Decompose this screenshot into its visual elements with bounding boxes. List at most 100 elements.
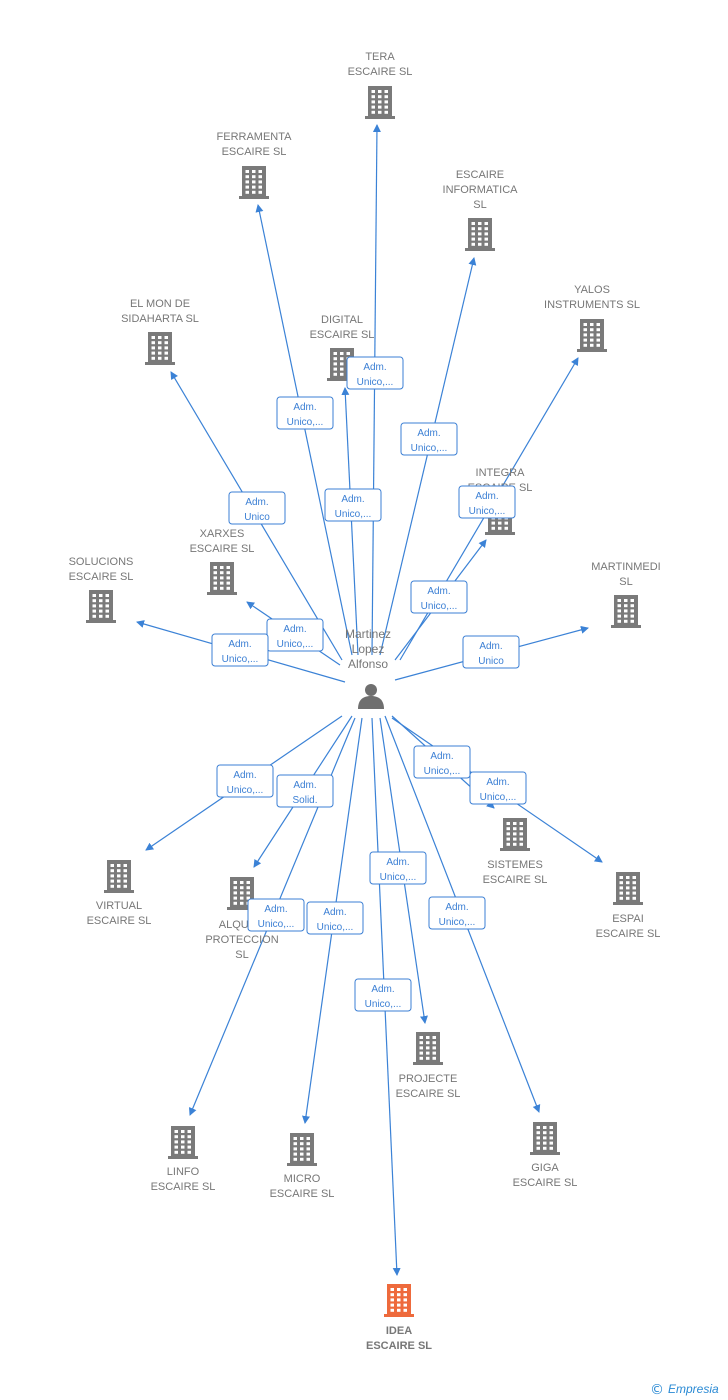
company-node-giga[interactable]: GIGA ESCAIRE SL bbox=[513, 1122, 578, 1189]
role-badge-giga[interactable]: Adm.Unico,... bbox=[428, 896, 486, 930]
company-label: SIDAHARTA SL bbox=[121, 313, 199, 325]
brand-logo-text: Empresia bbox=[668, 1382, 719, 1396]
building-icon bbox=[145, 332, 175, 365]
role-badge-digital[interactable]: Adm. Unico,... bbox=[324, 488, 382, 522]
company-label: PROJECTE bbox=[399, 1073, 458, 1085]
badge-text: Unico,... bbox=[469, 506, 506, 517]
building-icon bbox=[530, 1122, 560, 1155]
company-label: FERRAMENTA bbox=[217, 131, 293, 143]
role-badge-xarxes[interactable]: Adm. Unico,... bbox=[266, 618, 324, 652]
company-label: ESCAIRE SL bbox=[513, 1177, 578, 1189]
role-badge-virtual[interactable]: Adm.Unico,... bbox=[216, 764, 274, 798]
role-badge-espai[interactable]: Adm.Unico,... bbox=[469, 771, 527, 805]
badge-box bbox=[247, 898, 305, 932]
badge-text: Adm. bbox=[445, 902, 468, 913]
badge-text: Unico,... bbox=[335, 509, 372, 520]
company-label: GIGA bbox=[531, 1162, 559, 1174]
role-badge-martinmedi[interactable]: Adm. Unico bbox=[462, 635, 520, 669]
company-label: MICRO bbox=[284, 1173, 321, 1185]
badge-text: Solid. bbox=[292, 795, 317, 806]
building-icon bbox=[104, 860, 134, 893]
building-icon bbox=[239, 166, 269, 199]
building-icon bbox=[611, 595, 641, 628]
building-icon bbox=[413, 1032, 443, 1065]
company-label: ESCAIRE SL bbox=[222, 146, 287, 158]
company-node-elmon[interactable]: EL MON DE SIDAHARTA SL bbox=[121, 298, 199, 365]
role-badge-sistemes[interactable]: Adm. Unico,... bbox=[413, 745, 471, 779]
badge-text: Adm. bbox=[323, 907, 346, 918]
role-badge-solucions[interactable]: Adm. Unico,... bbox=[211, 633, 269, 667]
badge-text: Adm. bbox=[341, 494, 364, 505]
badge-text: Unico bbox=[478, 656, 504, 667]
badge-text: Unico,... bbox=[411, 443, 448, 454]
person-icon bbox=[358, 684, 384, 709]
company-label: XARXES bbox=[200, 528, 245, 540]
badge-text: Unico bbox=[244, 512, 270, 523]
footer-brand: © Empresia bbox=[650, 1382, 719, 1398]
role-badge-linfo[interactable]: Adm. Unico,... bbox=[247, 898, 305, 932]
role-badge-micro[interactable]: Adm.Unico,... bbox=[306, 901, 364, 935]
company-label: ESCAIRE SL bbox=[348, 66, 413, 78]
badge-text: Unico,... bbox=[287, 417, 324, 428]
building-icon bbox=[384, 1284, 414, 1317]
company-node-ferramenta[interactable]: FERRAMENTA ESCAIRE SL bbox=[217, 131, 293, 199]
badge-text: Unico,... bbox=[424, 766, 461, 777]
role-badge-integra[interactable]: Adm.Unico,... bbox=[410, 580, 468, 614]
badge-text: Adm. bbox=[264, 904, 287, 915]
role-badge-tera[interactable]: Adm.Unico,... bbox=[346, 356, 404, 390]
copyright-icon: © bbox=[650, 1382, 664, 1398]
badge-text: Adm. bbox=[293, 402, 316, 413]
company-label: ESCAIRE SL bbox=[151, 1181, 216, 1193]
badge-text: Adm. bbox=[386, 857, 409, 868]
company-label: SL bbox=[473, 199, 486, 211]
role-badge-idea[interactable]: Adm.Unico,... bbox=[354, 978, 412, 1012]
role-badge-ferramenta[interactable]: Adm. Unico,... bbox=[276, 396, 334, 430]
badge-text: Adm. bbox=[479, 641, 502, 652]
building-icon bbox=[613, 872, 643, 905]
badge-box bbox=[216, 764, 274, 798]
badge-text: Adm. bbox=[475, 491, 498, 502]
badge-text: Adm. bbox=[283, 624, 306, 635]
company-label: INFORMATICA bbox=[443, 184, 519, 196]
building-icon bbox=[207, 562, 237, 595]
role-badge-projecte[interactable]: Adm. Unico,... bbox=[369, 851, 427, 885]
badge-text: Unico,... bbox=[258, 919, 295, 930]
badge-text: Unico,... bbox=[222, 654, 259, 665]
person-name: Martinez bbox=[345, 627, 391, 641]
building-icon bbox=[168, 1126, 198, 1159]
role-badge-alquila[interactable]: Adm.Solid. bbox=[276, 774, 334, 808]
badge-text: Unico,... bbox=[277, 639, 314, 650]
badge-text: Adm. bbox=[363, 362, 386, 373]
company-label: EL MON DE bbox=[130, 298, 190, 310]
company-label: YALOS bbox=[574, 284, 610, 296]
role-badge-yalos[interactable]: Adm. Unico,... bbox=[458, 485, 516, 519]
badge-box bbox=[276, 396, 334, 430]
badge-text: Adm. bbox=[427, 586, 450, 597]
role-badge-elmon[interactable]: Adm.Unico bbox=[228, 491, 286, 525]
role-badge-informatica[interactable]: Adm.Unico,... bbox=[400, 422, 458, 456]
badge-box bbox=[324, 488, 382, 522]
badge-text: Adm. bbox=[430, 751, 453, 762]
badge-text: Unico,... bbox=[380, 872, 417, 883]
badge-box bbox=[276, 774, 334, 808]
badge-box bbox=[458, 485, 516, 519]
badges-layer: Adm. Unico,... Adm. Unico,... Adm. Unico,... A… bbox=[211, 356, 527, 1012]
edge-ferramenta bbox=[255, 204, 353, 656]
edge-informatica bbox=[379, 257, 477, 656]
badge-text: Adm. bbox=[228, 639, 251, 650]
